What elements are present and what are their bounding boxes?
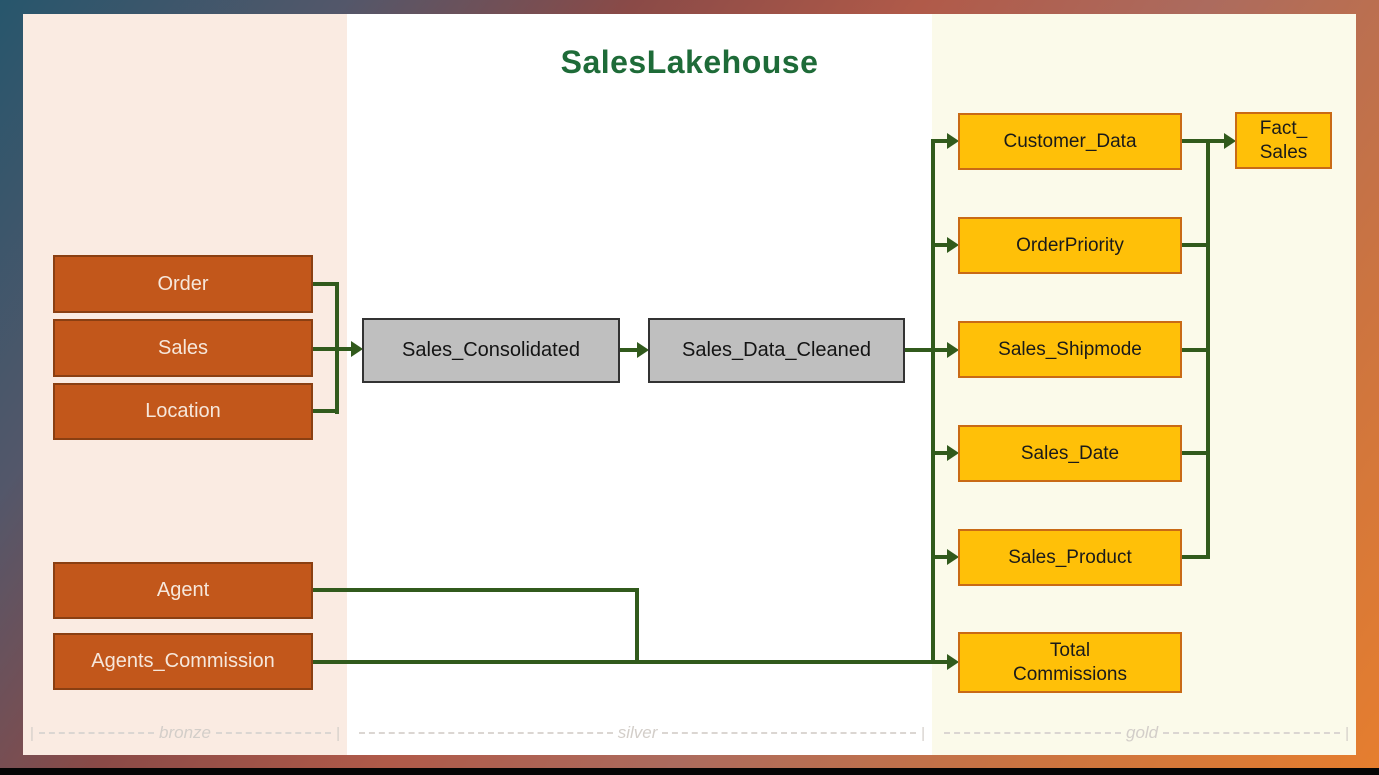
node-location-label: Location <box>145 400 221 422</box>
silver-zone-bg <box>347 14 932 755</box>
bronze-zone-label: | bronze | <box>23 720 347 746</box>
node-sales-shipmode-label: Sales_Shipmode <box>998 338 1142 360</box>
node-agents-commission-label: Agents_Commission <box>91 650 275 672</box>
gold-zone-name: gold <box>1125 723 1159 742</box>
node-order-priority-label: OrderPriority <box>1016 234 1124 256</box>
dash-line <box>216 732 332 734</box>
dash-line <box>1163 732 1341 734</box>
node-fact-sales-line1: Fact_ <box>1259 117 1308 139</box>
arrowhead-into-total-commissions <box>947 654 959 670</box>
node-sales-consolidated: Sales_Consolidated <box>362 318 620 383</box>
dash-line <box>944 732 1121 734</box>
node-customer-data-label: Customer_Data <box>1003 130 1137 152</box>
gold-zone-label: gold | <box>932 720 1356 746</box>
dash-line <box>359 732 613 734</box>
edge-sales-shipmode-out <box>1182 348 1210 352</box>
edge-order-stub <box>313 282 339 286</box>
edge-sales-date-out <box>1182 451 1210 455</box>
dash-line <box>662 732 917 734</box>
arrowhead-into-sales-product <box>947 549 959 565</box>
arrowhead-into-customer-data <box>947 133 959 149</box>
node-agents-commission: Agents_Commission <box>53 633 313 690</box>
gold-distribution-rail <box>931 139 935 664</box>
arrowhead-into-sales-shipmode <box>947 342 959 358</box>
edge-customer-data-to-fact <box>1182 139 1224 143</box>
arrowhead-into-order-priority <box>947 237 959 253</box>
silver-zone-name: silver <box>617 723 658 742</box>
node-agent: Agent <box>53 562 313 619</box>
node-agent-label: Agent <box>156 579 210 601</box>
node-sales: Sales <box>53 319 313 377</box>
arrowhead-into-data-cleaned <box>637 342 649 358</box>
edge-cleaned-to-gold-rail <box>905 348 947 352</box>
bronze-left-pipe: | <box>30 724 34 742</box>
edge-rail-to-order-priority <box>931 243 947 247</box>
node-order-priority: OrderPriority <box>958 217 1182 274</box>
edge-consolidated-to-cleaned <box>620 348 637 352</box>
edge-rail-to-customer-data <box>931 139 947 143</box>
edge-agents-commission-horizontal <box>313 660 947 664</box>
node-customer-data: Customer_Data <box>958 113 1182 170</box>
arrowhead-into-sales-date <box>947 445 959 461</box>
silver-right-pipe: | <box>921 724 926 742</box>
node-sales-shipmode: Sales_Shipmode <box>958 321 1182 378</box>
edge-rail-to-sales-date <box>931 451 947 455</box>
silver-zone-label: silver | <box>347 720 932 746</box>
bronze-zone-name: bronze <box>159 723 211 742</box>
node-sales-label: Sales <box>157 336 209 359</box>
node-sales-date-label: Sales_Date <box>1020 442 1120 464</box>
node-total-commissions-line2: Commissions <box>1012 663 1128 685</box>
node-sales-product-label: Sales_Product <box>1008 546 1132 568</box>
arrowhead-into-sales-consolidated <box>351 341 363 357</box>
node-sales-consolidated-label: Sales_Consolidated <box>402 339 580 361</box>
gold-right-pipe: | <box>1345 724 1350 742</box>
node-fact-sales-line2: Sales <box>1259 141 1308 163</box>
arrowhead-into-fact-sales <box>1224 133 1236 149</box>
bottom-black-strip <box>0 768 1379 775</box>
edge-rail-to-sales-product <box>931 555 947 559</box>
node-order-label: Order <box>157 272 209 295</box>
node-fact-sales: Fact_ Sales <box>1235 112 1332 169</box>
diagram-title: SalesLakehouse <box>560 44 819 80</box>
node-sales-date: Sales_Date <box>958 425 1182 482</box>
node-sales-data-cleaned-label: Sales_Data_Cleaned <box>681 339 872 361</box>
node-location: Location <box>53 383 313 440</box>
edge-order-priority-out <box>1182 243 1210 247</box>
edge-location-stub <box>313 409 339 413</box>
bronze-right-pipe: | <box>336 724 341 742</box>
edge-sales-to-consolidated <box>313 347 351 351</box>
node-sales-product: Sales_Product <box>958 529 1182 586</box>
node-order: Order <box>53 255 313 313</box>
dash-line <box>38 732 155 734</box>
edge-agent-horizontal <box>313 588 639 592</box>
node-sales-data-cleaned: Sales_Data_Cleaned <box>648 318 905 383</box>
edge-agent-drop <box>635 588 639 664</box>
edge-sales-product-out <box>1182 555 1210 559</box>
node-total-commissions-line1: Total <box>1049 639 1091 661</box>
node-total-commissions: Total Commissions <box>958 632 1182 693</box>
